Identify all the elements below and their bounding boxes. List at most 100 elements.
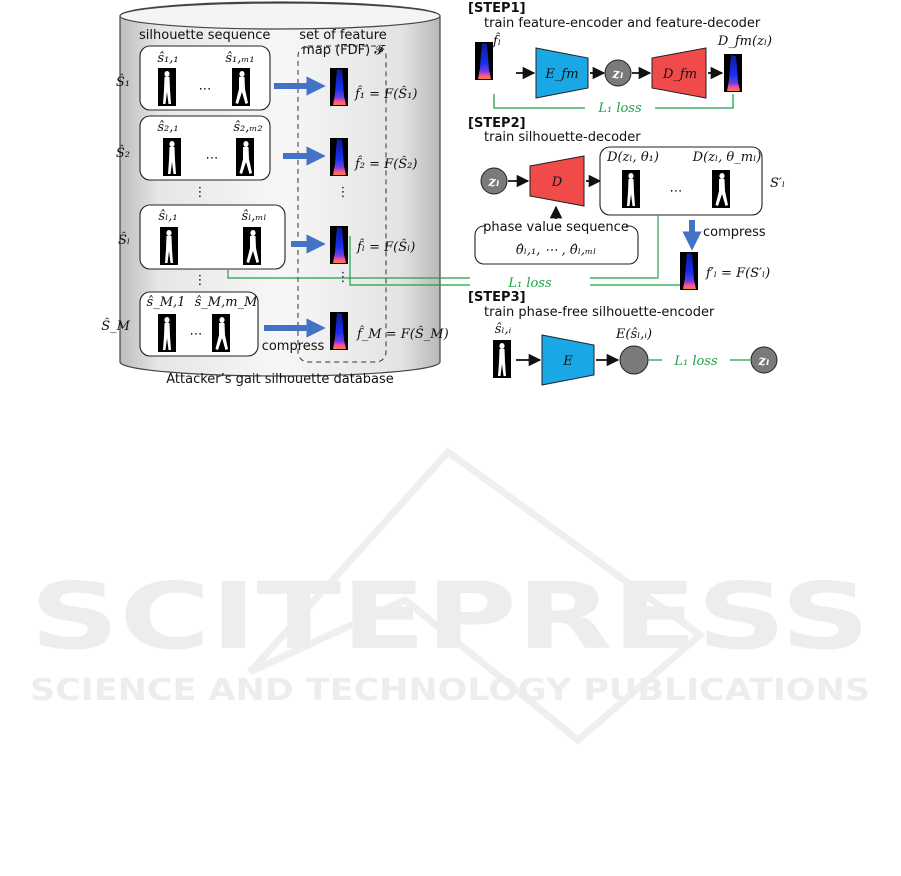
- sequence-row-l: Ŝₗ ŝₗ,₁ ŝₗ,ₘₗ f̂ₗ = F(Ŝₗ): [118, 204, 415, 270]
- step2-compress-label: compress: [703, 225, 766, 240]
- encoder-output-node: [619, 345, 649, 375]
- feature-map-image: [330, 138, 348, 176]
- watermark-title: SCITEPRESS: [30, 563, 870, 670]
- generated-feature-formula: f′ₗ = F(S′ₗ): [705, 266, 770, 281]
- phase-free-encoder-block: [541, 334, 595, 386]
- vertical-ellipsis: ⋮: [194, 273, 207, 288]
- step3-panel: [STEP3] train phase-free silhouette-enco…: [468, 290, 778, 386]
- latent-z-node: [750, 346, 778, 374]
- frame-first-label-l: ŝₗ,₁: [158, 209, 177, 224]
- generated-sequence-label: S′ₗ: [770, 176, 785, 191]
- ellipsis: ⋯: [670, 184, 683, 199]
- frame-last-label-l: ŝₗ,ₘₗ: [241, 209, 266, 224]
- latent-z-label: zₗ: [757, 354, 769, 369]
- feature-formula-1: f̂₁ = F(Ŝ₁): [354, 85, 417, 102]
- step1-output-label: D_fm(zₗ): [717, 34, 772, 49]
- frame-last-label-1: ŝ₁,ₘ₁: [225, 51, 254, 66]
- step3-input-silhouette: [493, 340, 511, 378]
- silhouette-frame: [243, 227, 261, 265]
- silhouette-decoder-label: D: [551, 175, 563, 190]
- step1-input-feature-map: [475, 42, 493, 80]
- generated-frame-first-label: D(zₗ, θ₁): [606, 150, 659, 165]
- sequence-label-2: Ŝ₂: [116, 144, 130, 161]
- latent-z-node: [604, 59, 632, 87]
- ellipsis: ⋯: [190, 327, 203, 342]
- sequence-row-2: Ŝ₂ ŝ₂,₁ ŝ₂,ₘ₂ ⋯ f̂₂ = F(Ŝ₂): [116, 115, 417, 181]
- feature-formula-l: f̂ₗ = F(Ŝₗ): [356, 238, 415, 255]
- step1-output-feature-map: [724, 54, 742, 92]
- feature-encoder-label: E_fm: [544, 67, 578, 82]
- phase-free-encoder-label: E: [562, 354, 573, 369]
- phase-sequence-title: phase value sequence: [483, 220, 629, 235]
- silhouette-frame: [236, 138, 254, 176]
- feature-map-image: [330, 312, 348, 350]
- frame-last-label-m: ŝ_M,m_M: [195, 295, 258, 310]
- step1-loss-label: L₁ loss: [597, 101, 642, 116]
- phase-title-bg: [486, 219, 626, 233]
- step2-header: [STEP2]: [468, 116, 526, 131]
- silhouette-frame: [163, 138, 181, 176]
- feature-decoder-label: D_fm: [662, 67, 697, 82]
- phase-sequence-values: θ̂ₗ,₁, ⋯ , θ̂ₗ,ₘₗ: [516, 243, 596, 258]
- latent-z-label: zₗ: [487, 175, 499, 190]
- fdf-label-line1: set of feature: [299, 28, 387, 43]
- silhouette-decoder-block: [529, 155, 585, 207]
- step3-description: train phase-free silhouette-encoder: [484, 305, 715, 320]
- frame-first-label-1: ŝ₁,₁: [157, 51, 178, 66]
- database-caption: Attacker’s gait silhouette database: [166, 372, 394, 387]
- sequence-row-m: Ŝ_M ŝ_M,1 ŝ_M,m_M ⋯ compress f̂_M = F(Ŝ_…: [101, 291, 449, 357]
- step2-description: train silhouette-decoder: [484, 130, 641, 145]
- sequence-label-m: Ŝ_M: [101, 317, 130, 334]
- frame-last-label-2: ŝ₂,ₘ₂: [233, 120, 262, 135]
- silhouette-frame: [158, 314, 176, 352]
- step2-loss-connector-fdf: [349, 236, 470, 286]
- silhouette-frame: [212, 314, 230, 352]
- step2-loss-connector-left: [227, 270, 470, 279]
- ellipsis: ⋯: [199, 82, 212, 97]
- step2-panel: [STEP2] train silhouette-decoder zₗ D D(…: [227, 116, 785, 291]
- step1-loss-label-bg: [585, 99, 655, 117]
- step3-header: [STEP3]: [468, 290, 526, 305]
- step1-input-label: f̂ₗ: [492, 32, 501, 49]
- sequence-label-1: Ŝ₁: [116, 73, 130, 90]
- vertical-ellipsis: ⋮: [194, 185, 207, 200]
- frame-first-label-2: ŝ₂,₁: [157, 120, 178, 135]
- cylinder-top: [119, 2, 441, 30]
- sequence-row-1: Ŝ₁ ŝ₁,₁ ŝ₁,ₘ₁ ⋯ f̂₁ = F(Ŝ₁): [116, 45, 417, 111]
- feature-decoder-block: [651, 47, 707, 99]
- silhouette-frame: [232, 68, 250, 106]
- step1-header: [STEP1]: [468, 1, 526, 16]
- compress-label: compress: [262, 339, 325, 354]
- fdf-label-line2: map (FDF) 𝓕: [302, 43, 386, 58]
- step3-loss-label: L₁ loss: [673, 354, 718, 369]
- latent-z-label: zₗ: [611, 67, 623, 82]
- generated-frame-last-label: D(zₗ, θ_mₗ): [692, 150, 762, 165]
- frame-first-label-m: ŝ_M,1: [147, 295, 186, 310]
- silhouette-frame: [622, 170, 640, 208]
- silhouette-frame: [712, 170, 730, 208]
- step1-panel: [STEP1] train feature-encoder and featur…: [468, 1, 772, 117]
- feature-map-image: [330, 226, 348, 264]
- latent-z-node: [480, 167, 508, 195]
- step2-loss-connector-seq: [590, 215, 659, 279]
- step1-description: train feature-encoder and feature-decode…: [484, 16, 761, 31]
- feature-encoder-block: [535, 47, 589, 99]
- step3-loss-label-bg: [662, 350, 730, 368]
- watermark-logo-shape: [247, 447, 706, 745]
- feature-formula-m: f̂_M = F(Ŝ_M): [356, 325, 449, 342]
- silhouette-sequence-title: silhouette sequence: [139, 28, 270, 43]
- step2-loss-label: L₁ loss: [507, 276, 552, 291]
- vertical-ellipsis: ⋮: [337, 185, 350, 200]
- watermark-subtitle: SCIENCE AND TECHNOLOGY PUBLICATIONS: [30, 673, 870, 708]
- silhouette-frame: [158, 68, 176, 106]
- ellipsis: ⋯: [206, 151, 219, 166]
- generated-feature-map: [680, 252, 698, 290]
- sequence-label-l: Ŝₗ: [118, 231, 130, 248]
- feature-map-image: [330, 68, 348, 106]
- feature-formula-2: f̂₂ = F(Ŝ₂): [354, 155, 417, 172]
- silhouette-frame: [160, 227, 178, 265]
- encoder-output-label: E(ŝₗ,ᵢ): [615, 327, 652, 342]
- watermark: SCITEPRESS SCIENCE AND TECHNOLOGY PUBLIC…: [30, 447, 870, 745]
- step3-input-label: ŝₗ,ᵢ: [495, 322, 512, 337]
